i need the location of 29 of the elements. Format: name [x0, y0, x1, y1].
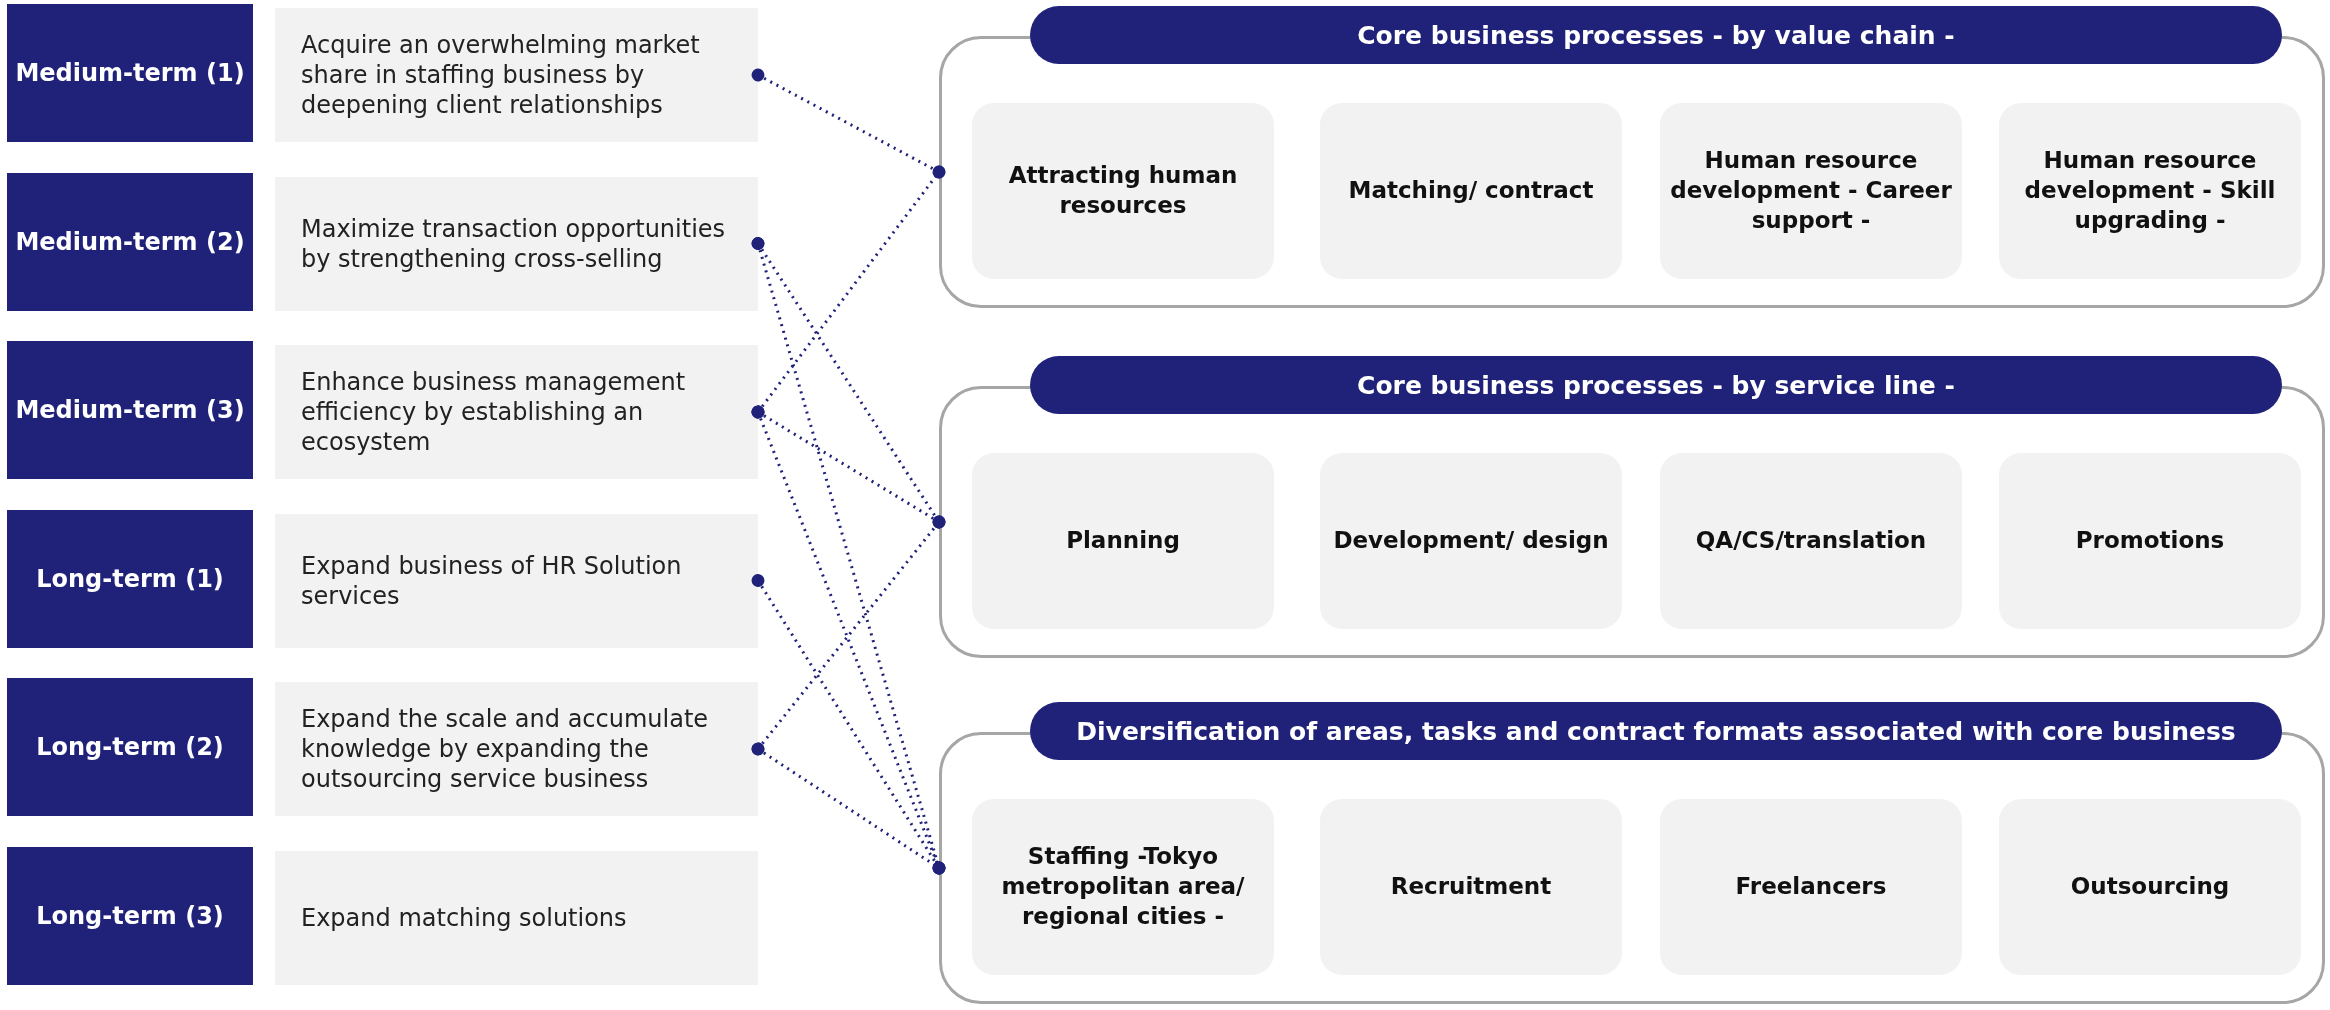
goal-card: Expand the scale and accumulate knowledge by expanding the outsourcing service business: [275, 682, 758, 816]
process-card: Planning: [972, 453, 1274, 629]
term-label: Medium-term (1): [7, 4, 253, 142]
term-label: Medium-term (2): [7, 172, 253, 311]
process-card: Promotions: [1999, 453, 2301, 629]
term-label: Medium-term (3): [7, 341, 253, 479]
process-card: Attracting human resources: [972, 103, 1274, 279]
process-card: Human resource development - Skill upgrading -: [1999, 103, 2301, 279]
dotted-connector: [751, 405, 946, 875]
process-card: Matching/ contract: [1320, 103, 1622, 279]
process-card: Development/ design: [1320, 453, 1622, 629]
goal-card: Expand business of HR Solution services: [275, 513, 758, 648]
process-card: QA/CS/translation: [1660, 453, 1962, 629]
process-card: Human resource development - Career support -: [1660, 103, 1962, 279]
section-header: Diversification of areas, tasks and contract formats associated with core business: [1030, 702, 2282, 760]
goal-card: Acquire an overwhelming market share in staffing business by deepening client relationships: [275, 8, 758, 142]
section-header: Core business processes - by service line -: [1030, 356, 2282, 414]
dotted-connector: [751, 742, 946, 875]
section-header: Core business processes - by value chain -: [1030, 6, 2282, 64]
term-label: Long-term (2): [7, 678, 253, 816]
term-label: Long-term (3): [7, 846, 253, 985]
term-label: Long-term (1): [7, 509, 253, 648]
goal-card: Expand matching solutions: [275, 850, 758, 985]
process-card: Outsourcing: [1999, 799, 2301, 975]
goal-card: Maximize transaction opportunities by strengthening cross-selling: [275, 176, 758, 311]
process-card: Staffing -Tokyo metropolitan area/ regional cities -: [972, 799, 1274, 975]
process-card: Recruitment: [1320, 799, 1622, 975]
process-card: Freelancers: [1660, 799, 1962, 975]
goal-card: Enhance business management efficiency by establishing an ecosystem: [275, 345, 758, 479]
